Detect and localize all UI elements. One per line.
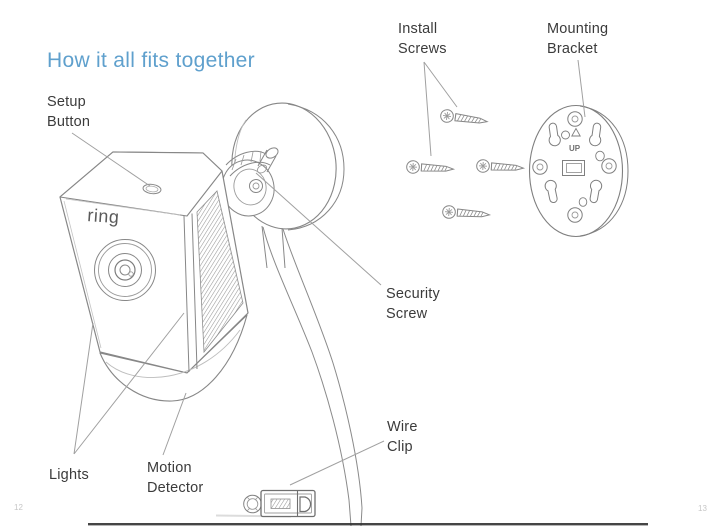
label-setup-button: Setup Button	[47, 93, 103, 132]
label-line: Motion	[147, 460, 192, 476]
install-screws-drawing	[405, 108, 525, 222]
leader-lights	[73, 312, 185, 455]
label-line: Screws	[398, 40, 447, 57]
leader-setup-button	[71, 132, 151, 187]
label-line: Detector	[147, 479, 204, 496]
label-line: Clip	[387, 438, 413, 455]
leader-wire-clip	[289, 440, 385, 486]
wire-clip-drawing	[215, 489, 316, 518]
label-line: Install	[398, 21, 438, 37]
bracket-up-marking: UP	[569, 144, 581, 153]
label-wire-clip: Wire Clip	[387, 418, 427, 457]
camera-lens-drawing	[94, 239, 156, 301]
ring-logo: ring	[87, 205, 120, 227]
spotlight-cam-drawing: ring	[59, 151, 249, 402]
security-screw-drawing	[256, 147, 279, 174]
label-mounting-bracket: Mounting Bracket	[547, 20, 617, 59]
label-line: Security	[386, 286, 440, 302]
motion-detector-dome-drawing	[99, 314, 248, 402]
label-line: Mounting	[547, 21, 609, 37]
label-lights: Lights	[49, 466, 99, 486]
label-security-screw: Security Screw	[386, 285, 448, 324]
light-panel-drawing	[196, 190, 244, 354]
page-number-left: 12	[14, 503, 23, 512]
label-line: Button	[47, 113, 91, 130]
label-line: Screw	[386, 305, 428, 322]
label-line: Setup	[47, 94, 86, 110]
leader-install-screws	[423, 61, 458, 157]
page-edge-shadow	[88, 523, 648, 526]
page-title: How it all fits together	[47, 49, 255, 72]
leader-lines	[71, 59, 586, 486]
leader-motion-detector	[162, 392, 187, 456]
setup-button-drawing	[142, 183, 162, 195]
label-install-screws: Install Screws	[398, 20, 456, 59]
power-cable-drawing	[262, 226, 363, 526]
leader-mounting-bracket	[577, 59, 586, 118]
label-line: Lights	[49, 467, 89, 483]
mounting-bracket-drawing: UP	[528, 104, 629, 238]
label-line: Bracket	[547, 40, 598, 57]
ball-joint-drawing	[221, 147, 279, 217]
leader-security-screw	[255, 172, 382, 286]
label-motion-detector: Motion Detector	[147, 459, 211, 498]
page-number-right: 13	[698, 504, 707, 513]
label-line: Wire	[387, 419, 418, 435]
